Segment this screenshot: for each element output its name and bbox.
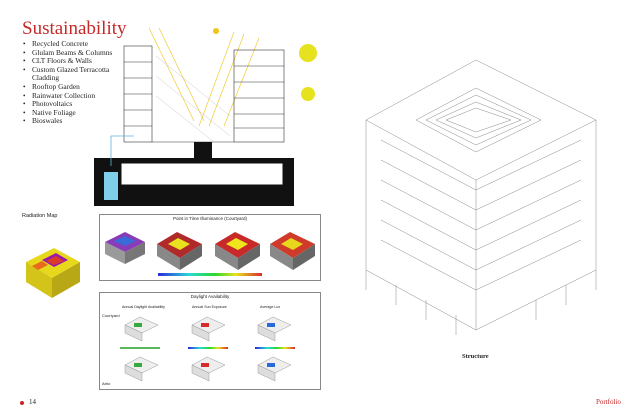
- illuminance-title: Point in Time Illuminance (Courtyard): [172, 216, 248, 221]
- feature-item: Rainwater Collection: [22, 91, 132, 101]
- illuminance-panel: Point in Time Illuminance (Courtyard): [99, 214, 321, 281]
- feature-item: Glulam Beams & Columns: [22, 48, 132, 58]
- daylight-images: [120, 316, 295, 382]
- sun-icon: [213, 28, 219, 34]
- feature-item: Rooftop Garden: [22, 82, 132, 92]
- feature-item: Custom Glazed Terracotta Cladding: [22, 65, 132, 83]
- feature-item: Bioswales: [22, 117, 132, 126]
- footer-label: Portfolio: [596, 398, 621, 406]
- daylight-row-label: Courtyard: [102, 313, 120, 318]
- color-scale-legend: [158, 273, 262, 276]
- sun-icon: [299, 44, 317, 62]
- radiation-map-label: Radiation Map: [22, 213, 58, 219]
- daylight-row-label: Atrio: [102, 381, 111, 386]
- daylight-col-label: Annual Sun Exposure: [192, 305, 227, 309]
- daylight-title: Daylight Availability: [190, 294, 230, 299]
- radiation-map-image: [26, 248, 80, 298]
- feature-list: Recycled Concrete Glulam Beams & Columns…: [22, 39, 132, 126]
- sun-icon: [301, 87, 315, 101]
- illuminance-images: [105, 232, 315, 276]
- feature-item: Photovoltaics: [22, 100, 132, 109]
- building-section-drawing: [94, 27, 317, 206]
- feature-item: Recycled Concrete: [22, 39, 132, 49]
- page-marker-dot: [20, 401, 24, 405]
- daylight-col-label: Average Lux: [260, 305, 281, 309]
- feature-item: CLT Floors & Walls: [22, 57, 132, 66]
- daylight-col-label: Annual Daylight Availability: [122, 305, 165, 309]
- structure-label: Structure: [462, 353, 489, 360]
- page-title: Sustainability: [22, 18, 127, 39]
- daylight-panel: Daylight Availability Courtyard Atrio An…: [99, 292, 321, 390]
- structure-axonometric-drawing: [365, 59, 597, 335]
- page-number: 14: [29, 398, 36, 406]
- feature-item: Native Foliage: [22, 108, 132, 118]
